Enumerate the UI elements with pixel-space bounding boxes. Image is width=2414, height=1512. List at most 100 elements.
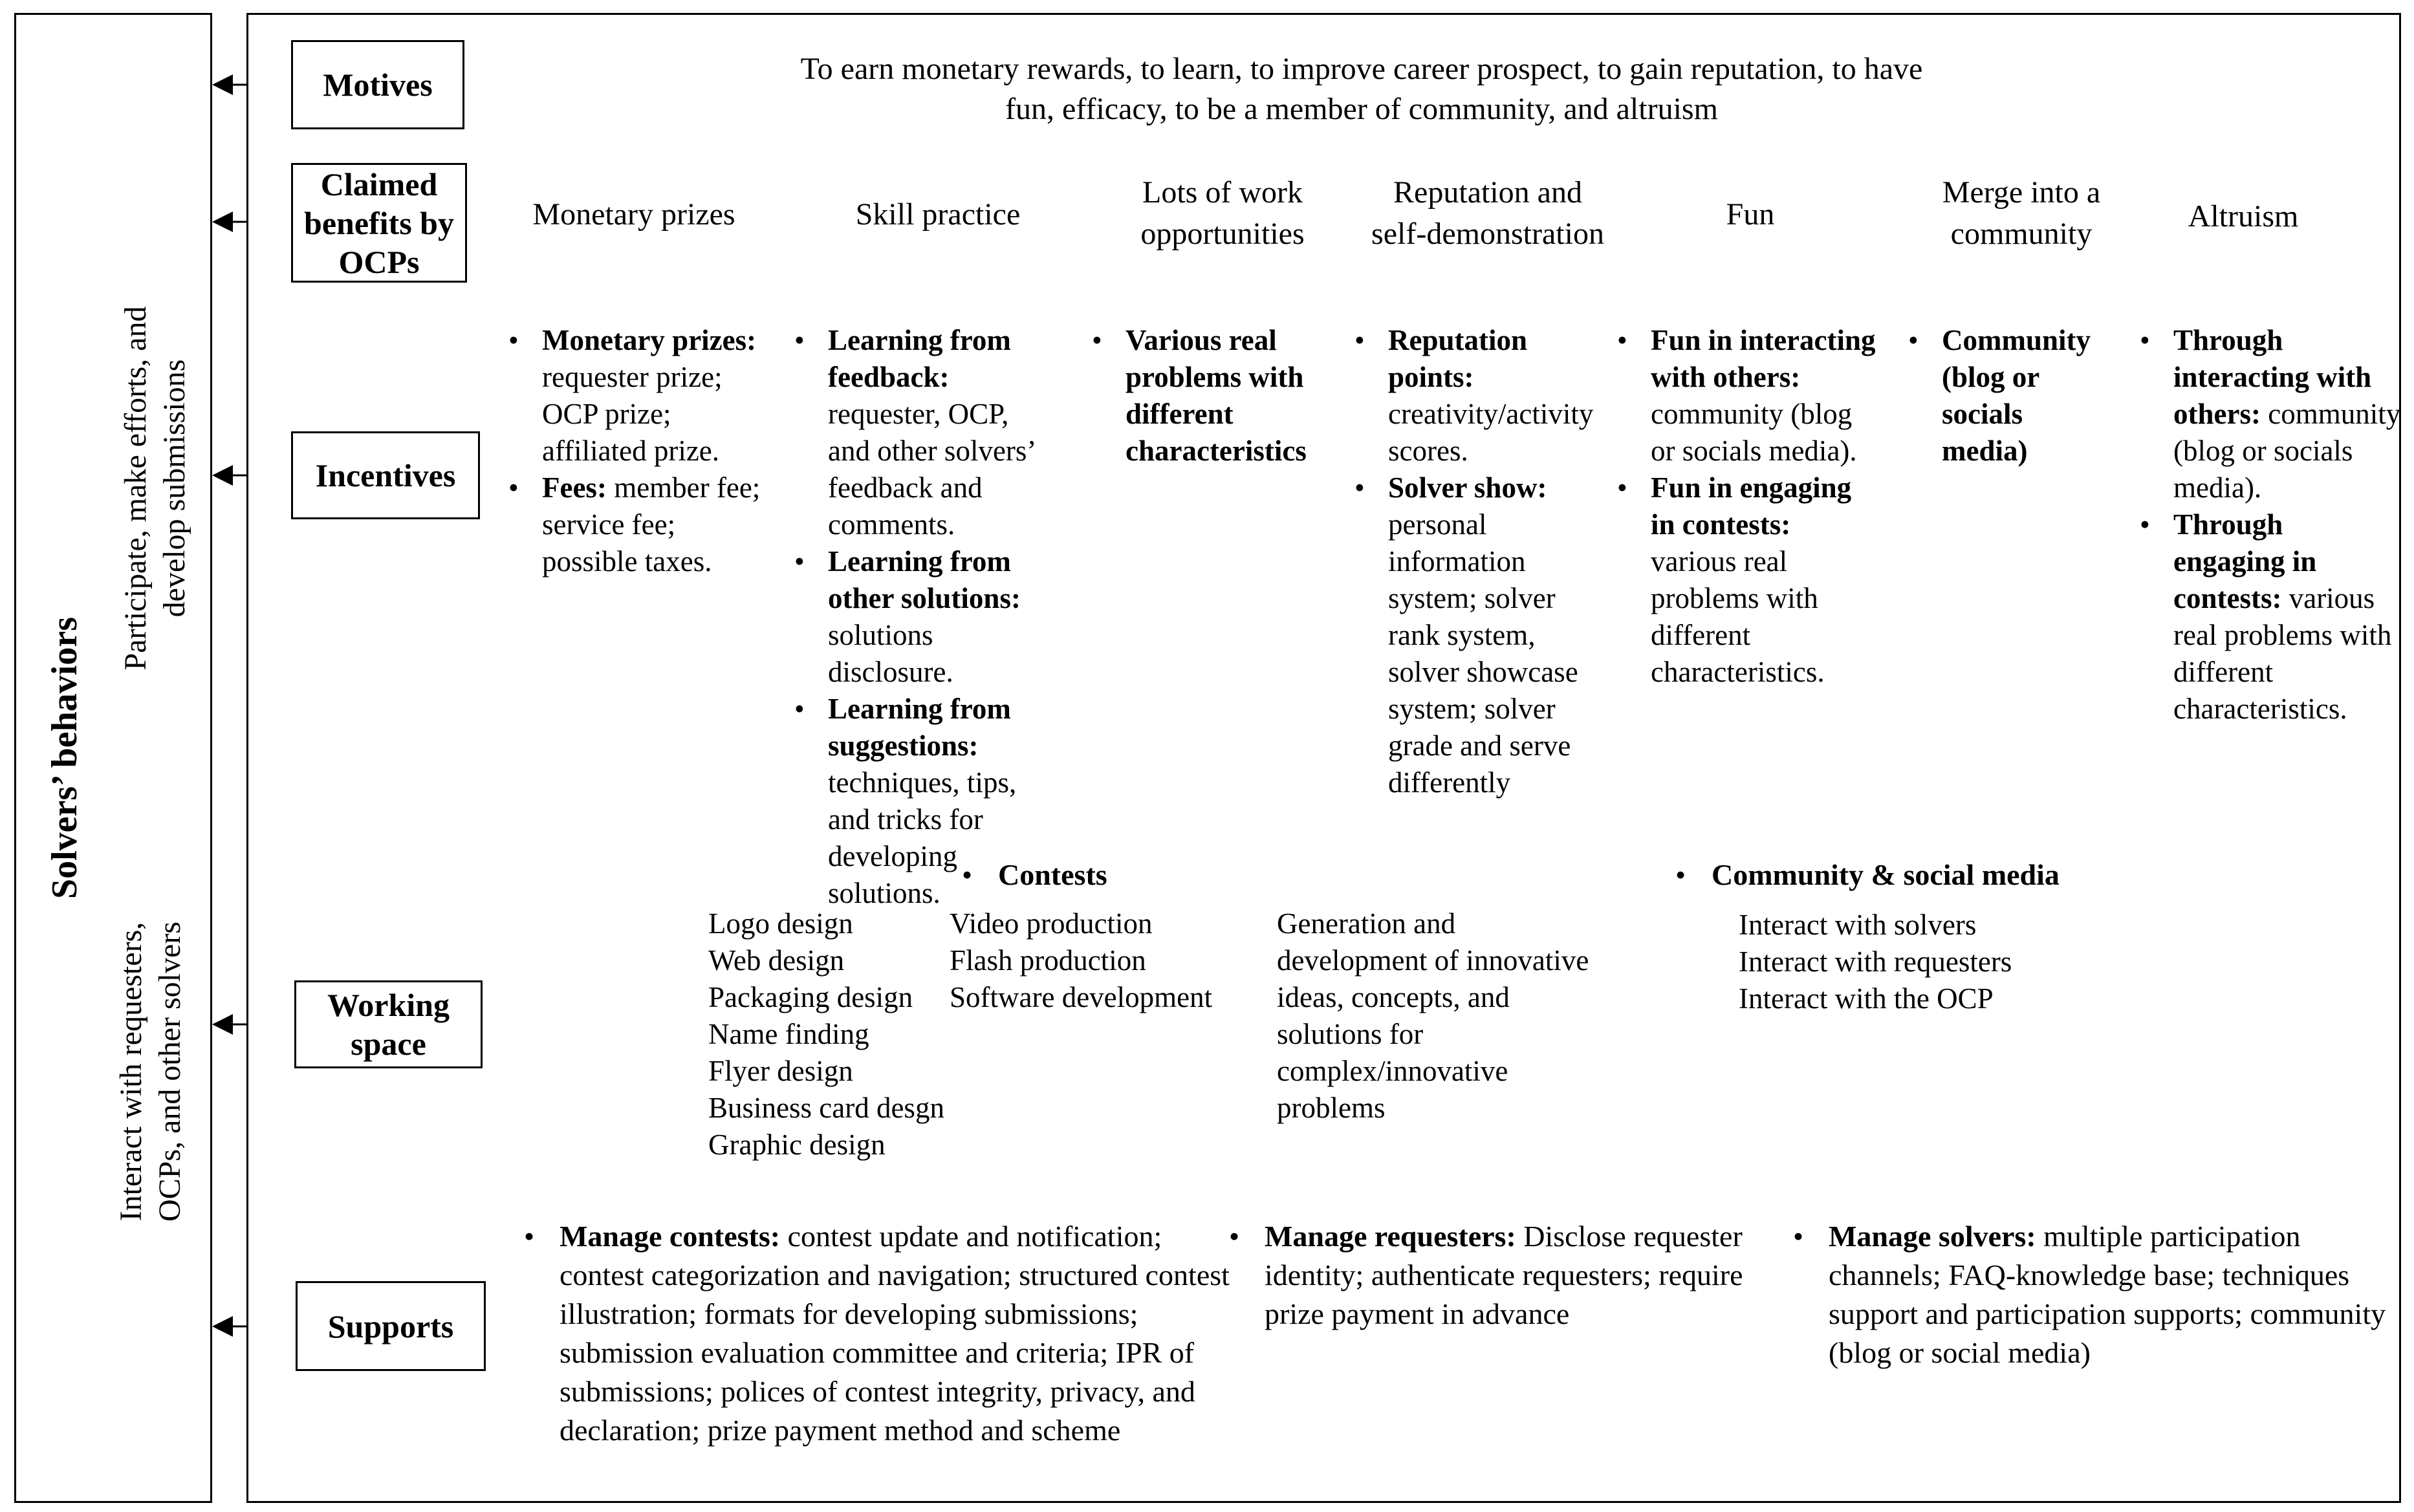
- bullet-item: • Fun in engaging in contests: various re…: [1617, 470, 1882, 691]
- contests-heading: • Contests: [962, 856, 1221, 893]
- working-space-box: Working space: [294, 980, 483, 1068]
- bullet-icon: •: [1229, 1220, 1240, 1253]
- incentives-column-fun: • Fun in interacting with others: communi…: [1617, 322, 1882, 691]
- manage-requesters-item: • Manage requesters: Disclose requester …: [1229, 1217, 1798, 1334]
- contests-heading-text: Contests: [998, 858, 1107, 891]
- list-line: Software development: [950, 981, 1213, 1013]
- benefit-community: Merge into a community: [1942, 175, 2101, 251]
- bullet-icon: •: [1908, 324, 1919, 356]
- left-arrow-icon: [212, 465, 233, 486]
- bullet-item-text: Fun in interacting with others: communit…: [1651, 324, 1876, 467]
- working-space-label: Working space: [327, 987, 450, 1062]
- bullet-item-text: Learning from feedback: requester, OCP, …: [828, 324, 1035, 541]
- manage-solvers-head: Manage solvers:: [1829, 1220, 2036, 1253]
- manage-solvers-text: multiple participation channels; FAQ-kno…: [1829, 1220, 2386, 1369]
- bullet-item: • Various real problems with different ch…: [1092, 322, 1328, 470]
- bullet-item: • Fees: member fee; service fee; possible…: [508, 470, 767, 580]
- manage-contests-text: contest update and notification; contest…: [560, 1220, 1230, 1447]
- benefit-fun: Fun: [1726, 197, 1775, 232]
- interact-label: Interact with requesters, OCPs, and othe…: [114, 922, 187, 1222]
- incentives-column-problems: • Various real problems with different ch…: [1092, 322, 1328, 470]
- list-line: Name finding: [708, 1018, 869, 1050]
- left-arrow-icon: [212, 74, 233, 95]
- bullet-icon: •: [1092, 324, 1102, 356]
- claimed-benefits-box: Claimed benefits by OCPs: [291, 163, 467, 283]
- community-heading-text: Community & social media: [1712, 858, 2060, 891]
- bullet-item-text: Community (blog or socials media): [1942, 324, 2091, 467]
- claimed-benefits-label: Claimed benefits by OCPs: [304, 166, 454, 280]
- list-line: Logo design: [708, 907, 853, 940]
- supports-box: Supports: [296, 1281, 486, 1371]
- manage-solvers-item: • Manage solvers: multiple participation…: [1793, 1217, 2404, 1372]
- bullet-icon: •: [1675, 858, 1686, 891]
- left-arrow-icon: [212, 1316, 233, 1337]
- bullet-icon: •: [794, 324, 805, 356]
- bullet-icon: •: [794, 545, 805, 578]
- bullet-item-text: Fees: member fee; service fee; possible …: [542, 471, 761, 578]
- list-line: Graphic design: [708, 1129, 886, 1161]
- bullet-item: •Monetary prizes: requester prize; OCP p…: [508, 322, 767, 470]
- list-line: Flyer design: [708, 1055, 853, 1087]
- motives-box: Motives: [291, 40, 464, 129]
- bullet-icon: •: [1793, 1220, 1804, 1253]
- incentives-column-altruism: • Through interacting with others: commun…: [2140, 322, 2401, 728]
- main-box: [246, 13, 2401, 1503]
- generation-text: Generation and development of innovative…: [1277, 907, 1589, 1124]
- manage-requesters-text: Disclose requester identity; authenticat…: [1265, 1220, 1743, 1330]
- list-line: Video production: [950, 907, 1153, 940]
- bullet-item: • Fun in interacting with others: communi…: [1617, 322, 1882, 470]
- bullet-item: • Learning from feedback: requester, OCP,…: [794, 322, 1043, 543]
- bullet-item: •Learning from suggestions: techniques, …: [794, 691, 1043, 912]
- bullet-icon: •: [794, 693, 805, 725]
- solvers-behaviors-panel: [14, 13, 212, 1503]
- bullet-icon: •: [1617, 324, 1627, 356]
- incentives-label: Incentives: [315, 457, 456, 493]
- solvers-behaviors-label: Solvers’ behaviors: [45, 616, 85, 900]
- bullet-item-text: Reputation points: creativity/activity s…: [1388, 324, 1594, 467]
- bullet-icon: •: [1354, 324, 1365, 356]
- bullet-icon: •: [1354, 471, 1365, 504]
- bullet-item-text: Through engaging in contests: various re…: [2173, 508, 2392, 725]
- benefit-reputation: Reputation and self-demonstration: [1371, 175, 1604, 251]
- bullet-item-text: Solver show: personal information system…: [1388, 471, 1578, 799]
- incentives-column-monetary: • Monetary prizes: requester prize; OCP p…: [508, 322, 767, 580]
- bullet-item-text: Learning from other solutions: solutions…: [828, 545, 1021, 688]
- bullet-item-text: Fun in engaging in contests: various rea…: [1651, 471, 1852, 688]
- bullet-item-text: Various real problems with different cha…: [1125, 324, 1307, 467]
- benefit-monetary-prizes: Monetary prizes: [532, 197, 735, 232]
- benefit-altruism: Altruism: [2188, 199, 2299, 233]
- bullet-item: • Reputation points: creativity/activity …: [1354, 322, 1610, 470]
- left-arrow-icon: [212, 211, 233, 232]
- motives-text: To earn monetary rewards, to learn, to i…: [800, 52, 1923, 126]
- incentives-column-learning: • Learning from feedback: requester, OCP,…: [794, 322, 1043, 912]
- bullet-item: •Through interacting with others: commun…: [2140, 322, 2401, 506]
- bullet-item-text: Through interacting with others: communi…: [2173, 324, 2401, 504]
- bullet-item: • Community (blog or socials media): [1908, 322, 2115, 470]
- list-line: Flash production: [950, 944, 1146, 977]
- list-line: Business card desgn: [708, 1092, 944, 1124]
- participate-label: Participate, make efforts, and develop s…: [118, 306, 191, 671]
- manage-requesters-head: Manage requesters:: [1265, 1220, 1516, 1253]
- supports-label: Supports: [327, 1308, 454, 1345]
- benefit-work-opportunities: Lots of work opportunities: [1140, 175, 1305, 251]
- motives-label: Motives: [323, 67, 433, 103]
- bullet-icon: •: [2140, 508, 2150, 541]
- community-social-media-heading: • Community & social media: [1675, 856, 2206, 893]
- bullet-icon: •: [962, 858, 973, 891]
- list-line: Web design: [708, 944, 845, 977]
- bullet-icon: •: [508, 471, 519, 504]
- incentives-box: Incentives: [291, 431, 480, 519]
- manage-contests-head: Manage contests:: [560, 1220, 781, 1253]
- incentives-column-reputation: • Reputation points: creativity/activity …: [1354, 322, 1610, 801]
- left-arrow-icon: [212, 1014, 233, 1035]
- list-line: Interact with solvers: [1739, 909, 1977, 941]
- bullet-item-text: Monetary prizes: requester prize; OCP pr…: [542, 324, 757, 467]
- bullet-item: • Solver show: personal information syste…: [1354, 470, 1610, 801]
- bullet-item: • Learning from other solutions: solution…: [794, 543, 1043, 691]
- list-line: Interact with requesters: [1739, 945, 2012, 978]
- bullet-icon: •: [1617, 471, 1627, 504]
- list-line: Interact with the OCP: [1739, 982, 1994, 1015]
